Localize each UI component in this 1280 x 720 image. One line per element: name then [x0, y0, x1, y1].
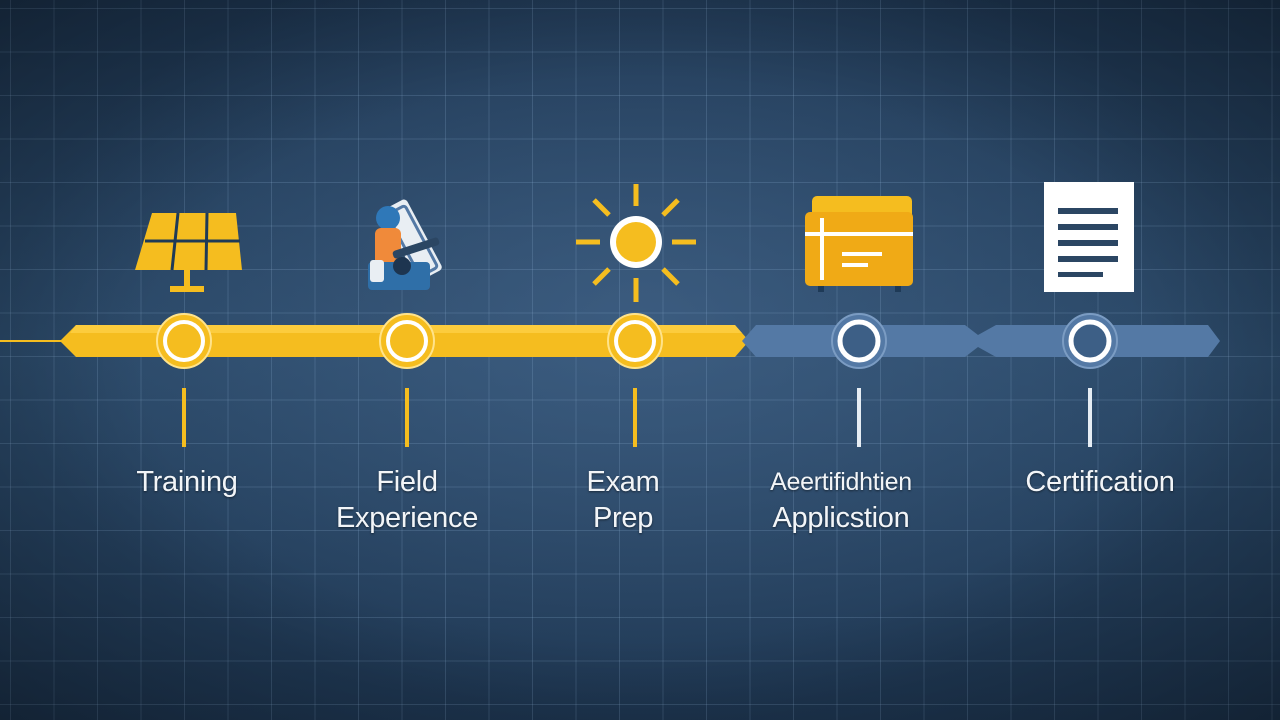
step-label-certification: Certification — [990, 464, 1210, 500]
node-4 — [831, 313, 887, 369]
step-label-line: Training — [136, 466, 238, 498]
step-label-line: Certification — [1025, 466, 1175, 498]
step-label-line: Prep — [592, 502, 654, 534]
step-label-line: Experience — [335, 502, 479, 534]
node-1 — [156, 313, 212, 369]
document-icon — [1044, 182, 1134, 292]
technician-icon — [368, 199, 442, 290]
step-label-training: Training — [77, 464, 297, 500]
step-label-line: Aeertifidhtien — [770, 468, 912, 496]
step-label-field-experience: Field Experience — [297, 464, 517, 536]
sun-icon — [576, 184, 696, 302]
step-label-line: Field — [376, 466, 438, 498]
step-label-exam-prep: Exam Prep — [513, 464, 733, 536]
node-2 — [379, 313, 435, 369]
step-label-line: Exam — [586, 466, 660, 498]
step-label-line: Applicstion — [772, 502, 910, 534]
node-3 — [607, 313, 663, 369]
step-label-application: Aeertifidhtien Applicstion — [731, 464, 951, 536]
timeline-bar-pending — [742, 325, 1220, 357]
node-5 — [1062, 313, 1118, 369]
solar-panel-icon — [135, 212, 242, 292]
folder-icon — [805, 196, 913, 292]
